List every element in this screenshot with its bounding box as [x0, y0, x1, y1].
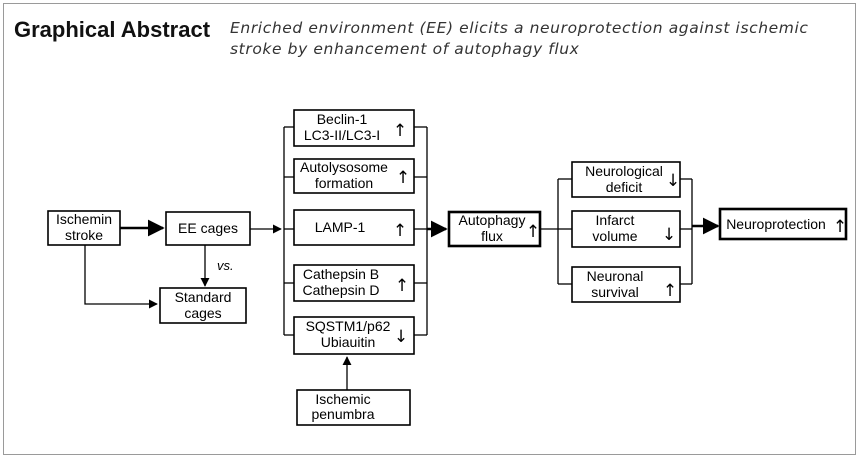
- svg-text:Infarct: Infarct: [596, 212, 635, 228]
- svg-text:Neurological: Neurological: [585, 163, 663, 179]
- svg-text:Ischemic: Ischemic: [315, 391, 370, 407]
- svg-text:survival: survival: [591, 284, 638, 300]
- up-arrow-icon: ↑: [526, 222, 540, 242]
- node-standard-cages: Standard cages: [159, 287, 247, 324]
- svg-text:volume: volume: [592, 228, 637, 244]
- node-lamp: LAMP-1 ↑: [293, 209, 415, 246]
- connectors: [84, 126, 720, 390]
- node-autolysosome: Autolysosome formation ↑: [293, 158, 415, 194]
- up-arrow-icon: ↑: [663, 281, 677, 301]
- down-arrow-icon: ↓: [394, 327, 408, 347]
- up-arrow-icon: ↑: [395, 276, 409, 296]
- svg-text:flux: flux: [481, 228, 503, 244]
- svg-text:Standard: Standard: [175, 289, 232, 305]
- node-ischemic-penumbra: Ischemic penumbra: [296, 389, 411, 426]
- svg-text:LAMP-1: LAMP-1: [315, 219, 366, 235]
- svg-text:deficit: deficit: [606, 179, 643, 195]
- svg-text:Cathepsin D: Cathepsin D: [302, 282, 379, 298]
- node-neurological-deficit: Neurological deficit ↓: [571, 161, 681, 198]
- svg-text:Autophagy: Autophagy: [459, 212, 526, 228]
- svg-text:formation: formation: [315, 175, 373, 191]
- svg-text:EE cages: EE cages: [178, 220, 238, 236]
- node-neuronal-survival: Neuronal survival ↑: [571, 266, 681, 303]
- down-arrow-icon: ↓: [662, 225, 676, 245]
- node-cathepsin: Cathepsin B Cathepsin D ↑: [293, 264, 415, 302]
- svg-text:Beclin-1: Beclin-1: [317, 111, 368, 127]
- svg-text:Cathepsin B: Cathepsin B: [303, 266, 379, 282]
- svg-text:Neuroprotection: Neuroprotection: [726, 216, 826, 232]
- svg-text:Neuronal: Neuronal: [587, 268, 644, 284]
- node-infarct-volume: Infarct volume ↓: [571, 210, 681, 248]
- node-ee-cages: EE cages: [165, 211, 251, 246]
- svg-text:Ubiauitin: Ubiauitin: [321, 334, 375, 350]
- abstract-title: Graphical Abstract: [14, 17, 211, 42]
- down-arrow-icon: ↓: [666, 171, 680, 191]
- node-neuroprotection: Neuroprotection ↑: [718, 207, 848, 241]
- node-ischemic-stroke: Ischemin stroke: [47, 210, 121, 246]
- node-beclin: Beclin-1 LC3-II/LC3-I ↑: [293, 109, 415, 147]
- subtitle-line-1: Enriched environment (EE) elicits a neur…: [230, 19, 809, 37]
- svg-text:LC3-II/LC3-I: LC3-II/LC3-I: [304, 127, 380, 143]
- svg-text:cages: cages: [184, 305, 221, 321]
- svg-text:penumbra: penumbra: [311, 406, 374, 422]
- up-arrow-icon: ↑: [393, 121, 407, 141]
- subtitle-line-2: stroke by enhancement of autophagy flux: [230, 40, 580, 58]
- node-autophagy-flux: Autophagy flux ↑: [447, 210, 542, 248]
- vs-label: vs.: [217, 258, 234, 273]
- up-arrow-icon: ↑: [393, 221, 407, 241]
- svg-text:SQSTM1/p62: SQSTM1/p62: [306, 318, 391, 334]
- abstract-subtitle: Enriched environment (EE) elicits a neur…: [230, 18, 850, 60]
- svg-text:Autolysosome: Autolysosome: [300, 159, 388, 175]
- arrow-stroke-to-standard: [84, 245, 158, 309]
- node-sqstm: SQSTM1/p62 Ubiauitin ↓: [293, 316, 415, 355]
- up-arrow-icon: ↑: [396, 168, 410, 188]
- svg-text:Ischemin: Ischemin: [56, 211, 112, 227]
- up-arrow-icon: ↑: [833, 217, 847, 237]
- svg-text:stroke: stroke: [65, 227, 103, 243]
